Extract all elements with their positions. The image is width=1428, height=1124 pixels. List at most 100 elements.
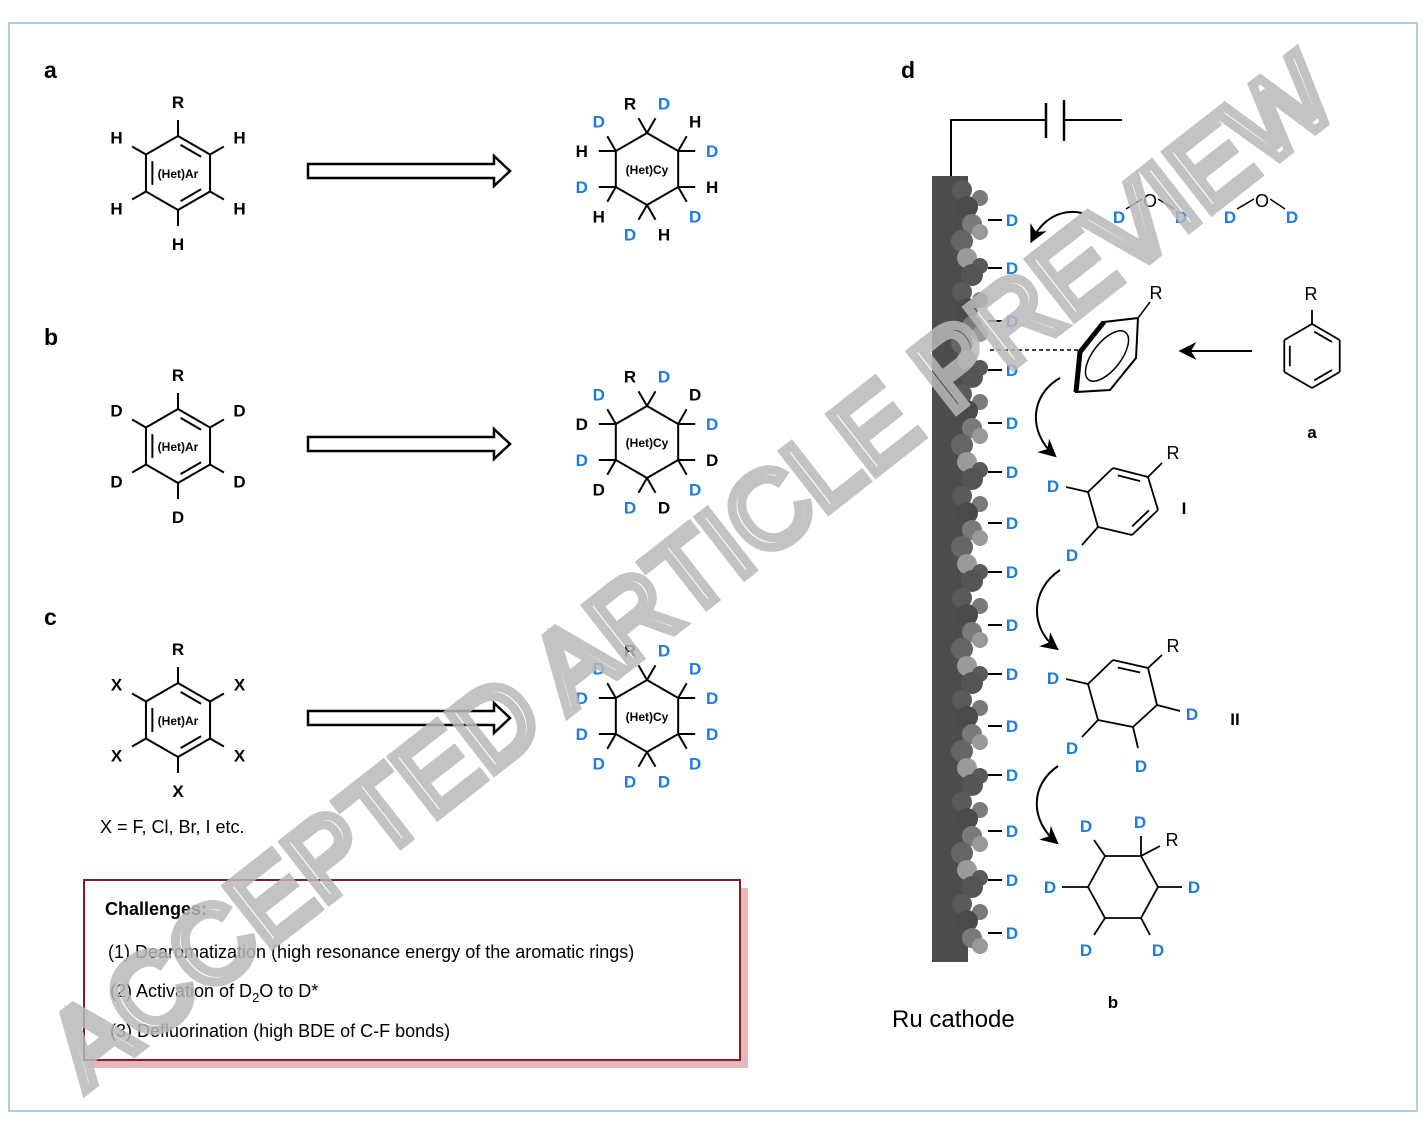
- ring-center-label: (Het)Cy: [626, 710, 669, 724]
- ring-bond: [1087, 683, 1099, 721]
- ring-bond: [615, 679, 648, 699]
- surface-atom: [972, 428, 988, 444]
- reaction-arrow: [306, 426, 512, 462]
- deuterium-label: D: [1113, 208, 1125, 227]
- substituent-bond: [209, 190, 225, 201]
- adsorbed-deuterium-label: D: [1006, 463, 1018, 482]
- substituent-bond: [646, 117, 657, 134]
- ring-bond: [615, 132, 648, 152]
- ring-bond: [1147, 667, 1158, 706]
- surface-atom: [961, 468, 983, 490]
- ring-bond: [1112, 467, 1149, 478]
- ring-bond: [1140, 855, 1159, 888]
- challenge-1: (1) Dearomatization (high resonance ener…: [108, 942, 634, 962]
- substituent-bond: [606, 682, 617, 699]
- substituent-label: X: [111, 676, 123, 695]
- deuterium-label: D: [1188, 878, 1200, 897]
- substituent-bond: [131, 737, 147, 748]
- substituent-label: H: [706, 178, 718, 197]
- substituent-label: D: [706, 725, 718, 744]
- ring-bond: [177, 190, 211, 211]
- substituent-label: D: [658, 772, 670, 791]
- surface-atom: [957, 554, 977, 574]
- product-label: b: [1108, 993, 1118, 1012]
- ring-bond: [615, 733, 648, 753]
- deuterium-label: D: [1047, 477, 1059, 496]
- double-bond: [180, 188, 202, 202]
- surface-atom: [972, 632, 988, 648]
- ring-bond: [1097, 526, 1133, 536]
- deuterium-label: D: [1152, 941, 1164, 960]
- substituent-label: D: [110, 402, 122, 421]
- substituent-bond: [1093, 917, 1106, 936]
- substituent-label: R: [172, 93, 184, 112]
- substituent-bond: [209, 737, 225, 748]
- ring-bond: [646, 186, 679, 206]
- challenge-2-subscript: 2: [252, 990, 259, 1005]
- substrate-arene-a: Ra: [1283, 284, 1341, 442]
- surface-atom: [951, 638, 973, 660]
- substituent-bond: [1081, 719, 1099, 738]
- substituent-label: H: [233, 200, 245, 219]
- ring-bond: [177, 737, 211, 758]
- adsorbed-arene: R: [1073, 283, 1163, 394]
- substituent-bond: [131, 190, 147, 201]
- substituent-label: D: [689, 660, 701, 679]
- ring-bond: [177, 135, 211, 156]
- double-bond: [1117, 474, 1141, 483]
- surface-atom: [956, 706, 978, 728]
- ring-front-edge: [1073, 320, 1106, 393]
- ring-bond: [1147, 476, 1159, 511]
- substituent-label: D: [624, 498, 636, 517]
- ring-bond: [1283, 371, 1313, 389]
- substituent-label: D: [658, 95, 670, 114]
- substituent-label: D: [593, 660, 605, 679]
- ring-bond: [1311, 371, 1341, 389]
- substituent-label: D: [658, 642, 670, 661]
- substituent-bond: [677, 408, 688, 425]
- substituent-bond: [1065, 678, 1089, 685]
- surface-atom: [952, 894, 972, 914]
- substituent-label: R: [624, 95, 636, 114]
- curved-arrow: [1035, 765, 1059, 845]
- ring-bond: [145, 463, 179, 484]
- substituent-label: D: [624, 225, 636, 244]
- ring-bond: [1311, 323, 1341, 341]
- deuterium-label: D: [1066, 546, 1078, 565]
- surface-atom: [951, 536, 973, 558]
- substituent-bond: [1093, 839, 1106, 857]
- d2o-molecule: DOD: [1224, 191, 1298, 227]
- substituent-bond: [646, 664, 657, 681]
- aromatic-circle: [1084, 330, 1130, 382]
- substituent-label: X: [234, 676, 246, 695]
- surface-atom: [972, 938, 988, 954]
- o-d-bond: [1125, 198, 1175, 210]
- surface-atom: [952, 792, 972, 812]
- surface-atom: [961, 876, 983, 898]
- ring-bond: [646, 132, 679, 152]
- challenge-3: (3) Defluorination (high BDE of C-F bond…: [110, 1021, 450, 1041]
- substituent-bond: [637, 751, 648, 768]
- ring-bond: [177, 408, 211, 429]
- adsorbed-deuterium-label: D: [1006, 312, 1018, 331]
- ring-center-label: (Het)Ar: [158, 714, 199, 728]
- substituent-bond: [209, 692, 225, 703]
- substituent-label: D: [593, 754, 605, 773]
- substituent-label: D: [593, 113, 605, 132]
- substituent-bond: [637, 390, 648, 407]
- surface-atom: [956, 196, 978, 218]
- adsorbed-deuterium-label: D: [1006, 211, 1018, 230]
- substituent-bond: [646, 751, 657, 768]
- substituent-label: D: [233, 402, 245, 421]
- substituent-label: D: [706, 689, 718, 708]
- deuterium-label: D: [1286, 208, 1298, 227]
- reaction-arrow: [306, 700, 512, 736]
- substituent-bond: [209, 463, 225, 474]
- surface-atom: [961, 570, 983, 592]
- substituent-bond: [637, 117, 648, 134]
- panel-label-d: d: [901, 57, 915, 83]
